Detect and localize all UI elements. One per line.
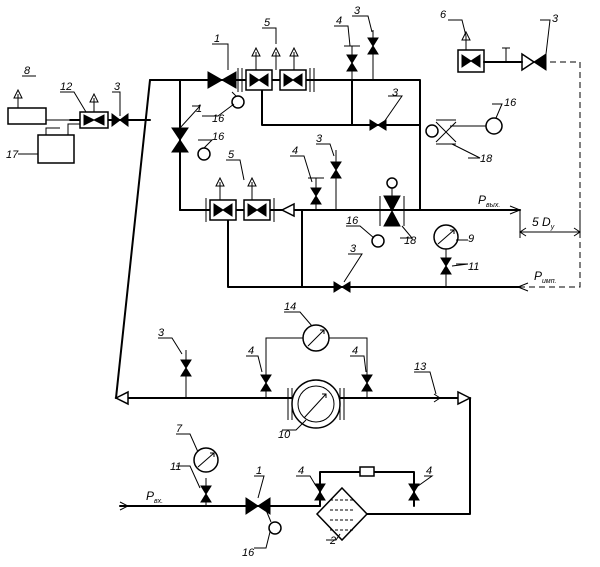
regulators-18: [280, 119, 457, 227]
top-branch-pipe: [149, 79, 421, 131]
label-17: 17: [6, 149, 19, 161]
arrow-left-terminal: [114, 390, 129, 406]
gauge-16-right: [485, 117, 503, 135]
left-riser-pipe: [115, 79, 151, 399]
label-3-mid: 3: [316, 133, 323, 145]
label-13: 13: [414, 361, 427, 373]
label-16-mid: 16: [346, 215, 359, 227]
valves: [111, 37, 547, 515]
label-4-filter-right: 4: [426, 465, 432, 477]
label-3-riser: 3: [158, 327, 165, 339]
gauge-16-mid: [371, 234, 385, 248]
label-14: 14: [284, 301, 296, 313]
label-3-top: 3: [354, 5, 361, 17]
label-5-lower: 5: [228, 149, 235, 161]
label-16-top: 16: [212, 113, 225, 125]
gauges: [193, 91, 503, 535]
outlet-pipe: [419, 129, 521, 211]
tank-box-17: [37, 134, 75, 164]
label-11-left: 11: [170, 461, 181, 473]
arrow-inlet: [119, 501, 130, 511]
diff-pressure-element: [359, 466, 375, 477]
gauge-16-left: [197, 147, 211, 161]
valve-3-top-impulse: [369, 119, 379, 131]
label-5-top: 5: [264, 17, 271, 29]
callout-leaders: [18, 15, 551, 549]
pilot-box-8: [7, 107, 47, 125]
valve-1-mid: [171, 127, 189, 141]
label-6: 6: [440, 9, 447, 21]
top-sub-loop-pipe: [261, 79, 421, 126]
arrow-right-terminal: [457, 390, 472, 406]
label-4-top: 4: [336, 15, 342, 27]
gauge-16-regulator: [425, 124, 439, 138]
callout-numbers: 1 1 1 2 3 3 3 3 3 3 3 4 4 4 4 4 4 5 5 6 …: [6, 5, 559, 559]
label-3-top-impulse: 3: [392, 87, 399, 99]
valve-stems: [185, 30, 447, 506]
label-11-right: 11: [468, 261, 479, 273]
label-4-filter-left: 4: [298, 465, 304, 477]
valve-3-lower-impulse: [333, 281, 343, 293]
impulse-dashed-line: [520, 61, 581, 288]
check-valve-mid: [280, 202, 295, 218]
regulator-boxes: [7, 47, 523, 222]
label-4-gauge-right: 4: [352, 345, 358, 357]
valve-3-pilot: [111, 113, 121, 127]
label-10: 10: [278, 429, 291, 441]
label-4-mid: 4: [292, 145, 298, 157]
label-8: 8: [24, 65, 31, 77]
label-2: 2: [329, 535, 336, 547]
label-p-in: Pвх.: [146, 489, 163, 505]
filter-2: [315, 466, 375, 542]
valve-3-right: [521, 52, 536, 72]
label-18-top: 18: [480, 153, 493, 165]
label-4-gauge-left: 4: [248, 345, 254, 357]
regulator-18-mid: [379, 196, 405, 226]
vent-arrows: [13, 30, 471, 200]
label-3-lower: 3: [350, 243, 357, 255]
flow-meter-10: [291, 379, 341, 429]
label-9: 9: [468, 233, 474, 245]
right-drop-pipe: [366, 397, 471, 515]
label-16-bottom: 16: [242, 547, 255, 559]
gauge-16-top: [231, 95, 245, 109]
label-1-bottom: 1: [256, 465, 262, 477]
label-7: 7: [176, 423, 183, 435]
regulator-18-top: [435, 121, 457, 143]
gauge-18-top: [386, 177, 398, 189]
flow-arrows: [114, 205, 581, 511]
label-1-top: 1: [214, 33, 220, 45]
label-1-mid: 1: [196, 103, 202, 115]
vertical-small-valves: [180, 37, 452, 503]
label-dimension: 5 Dу: [532, 215, 555, 231]
label-p-imp: Pимп.: [534, 269, 557, 285]
valve-1-top: [207, 71, 224, 89]
dimension-5dy: [519, 210, 581, 238]
label-18-mid: 18: [404, 235, 417, 247]
label-16-right: 16: [504, 97, 517, 109]
flow-labels: Pвых. Pимп. Pвх. 5 Dу: [146, 193, 557, 505]
label-3-pilot: 3: [114, 81, 121, 93]
valve-1-bottom: [245, 497, 259, 515]
pipe-network: [69, 61, 581, 515]
lower-impulse-loop: [227, 209, 521, 288]
label-16-left: 16: [212, 131, 225, 143]
arrow-impulse: [516, 282, 529, 292]
label-p-out: Pвых.: [478, 193, 500, 209]
label-3-right: 3: [552, 13, 559, 25]
gauge-16-bottom: [268, 521, 282, 535]
label-12: 12: [60, 81, 72, 93]
